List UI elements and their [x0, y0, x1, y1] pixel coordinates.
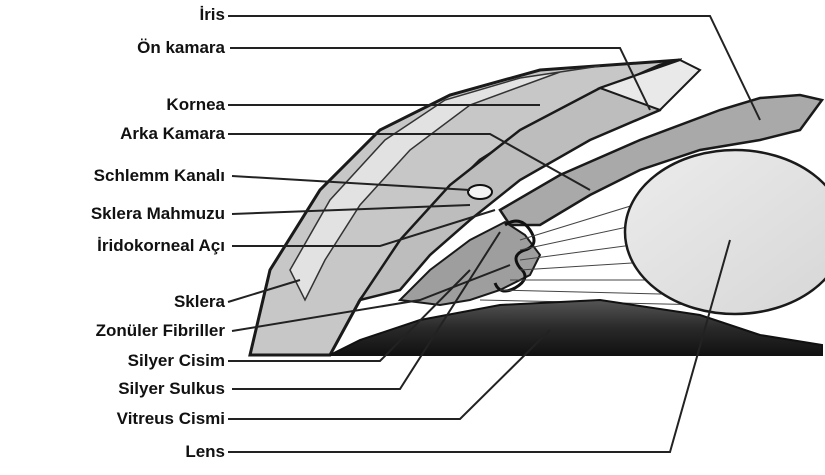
- label-schlemm-kanali: Schlemm Kanalı: [94, 166, 225, 186]
- lens: [625, 150, 825, 314]
- label-lens: Lens: [185, 442, 225, 462]
- label-sklera-mahmuzu: Sklera Mahmuzu: [91, 204, 225, 224]
- label-zonuler-fibriller: Zonüler Fibriller: [96, 321, 225, 341]
- label-vitreus-cismi: Vitreus Cismi: [117, 409, 225, 429]
- label-kornea: Kornea: [166, 95, 225, 115]
- label-silyer-cisim: Silyer Cisim: [128, 351, 225, 371]
- schlemm-canal: [468, 185, 492, 199]
- label-silyer-sulkus: Silyer Sulkus: [118, 379, 225, 399]
- label-iris: İris: [199, 5, 225, 25]
- label-iridokorneal-aci: İridokorneal Açı: [97, 236, 225, 256]
- label-arka-kamara: Arka Kamara: [120, 124, 225, 144]
- label-sklera: Sklera: [174, 292, 225, 312]
- label-on-kamara: Ön kamara: [137, 38, 225, 58]
